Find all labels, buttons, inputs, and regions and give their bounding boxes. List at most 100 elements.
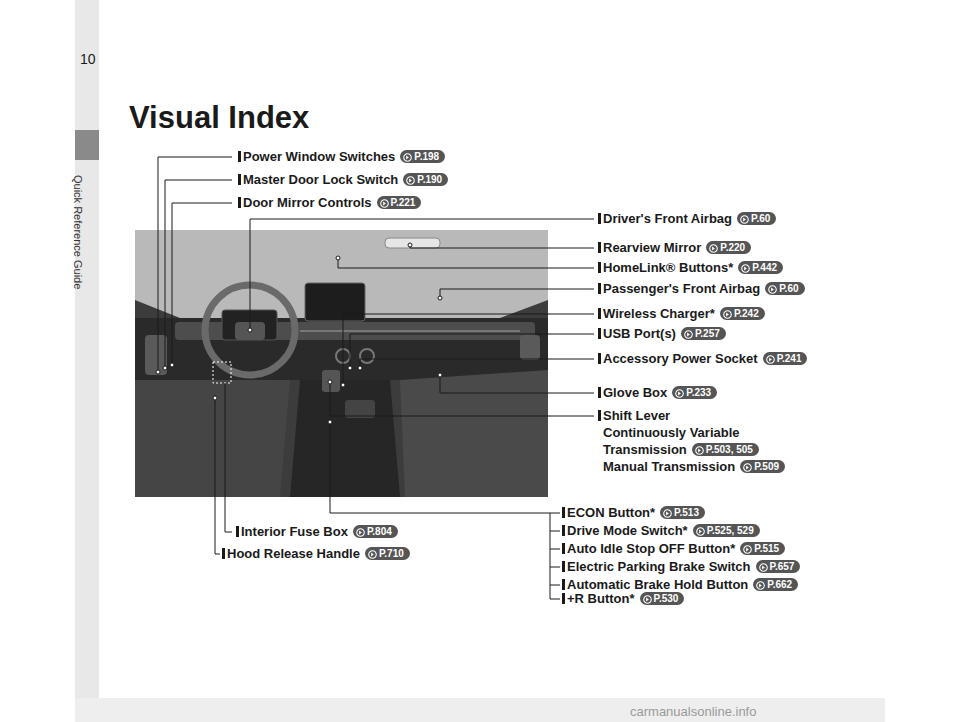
page-ref-text: P.220 [720, 242, 745, 253]
page-ref-text: P.503, 505 [706, 444, 753, 455]
callout-line: Door Mirror Controls P.221 [238, 194, 421, 212]
bullet-mark [598, 308, 601, 319]
callout-line: TransmissionP.503, 505 [603, 441, 759, 459]
page-number: 10 [80, 50, 96, 68]
page-ref-text: P.221 [391, 197, 416, 208]
page-ref: P.513 [660, 506, 705, 519]
page-ref-text: P.657 [770, 561, 795, 572]
page-ref-text: P.241 [777, 353, 802, 364]
part-name: Door Mirror Controls [243, 195, 372, 210]
bullet-mark [562, 579, 565, 590]
page-ref-text: P.190 [417, 174, 442, 185]
callout-line: Passenger's Front Airbag P.60 [598, 280, 805, 298]
part-name: Continuously Variable [603, 425, 740, 440]
bullet-mark [562, 561, 565, 572]
part-name: HomeLink® Buttons* [603, 260, 733, 275]
callout-line: Continuously Variable [603, 424, 740, 442]
callout-line: Accessory Power Socket P.241 [598, 350, 807, 368]
part-name: Electric Parking Brake Switch [567, 559, 751, 574]
page-ref: P.509 [740, 460, 785, 473]
bullet-mark [598, 387, 601, 398]
part-name: Power Window Switches [243, 149, 395, 164]
page-ref-text: P.662 [767, 579, 792, 590]
page-ref: P.657 [756, 560, 801, 573]
part-name: Master Door Lock Switch [243, 172, 398, 187]
page-ref: P.198 [400, 150, 445, 163]
page-ref: P.525, 529 [693, 524, 760, 537]
bullet-mark [238, 174, 241, 185]
page-ref: P.515 [740, 542, 785, 555]
bullet-mark [562, 593, 565, 604]
callout-line: Glove Box P.233 [598, 384, 717, 402]
part-name: ECON Button* [567, 505, 655, 520]
bullet-mark [238, 151, 241, 162]
bullet-mark [598, 262, 601, 273]
part-name: Accessory Power Socket [603, 351, 758, 366]
page-ref: P.257 [681, 327, 726, 340]
watermark: carmanualsonline.info [630, 703, 756, 721]
bullet-mark [238, 197, 241, 208]
page-ref: P.190 [403, 173, 448, 186]
bullet-mark [562, 525, 565, 536]
page-title: Visual Index [129, 100, 309, 136]
callout-line: Drive Mode Switch* P.525, 529 [562, 522, 760, 540]
page-ref: P.662 [753, 578, 798, 591]
page-ref: P.220 [706, 241, 751, 254]
bullet-mark [598, 328, 601, 339]
page-ref: P.60 [765, 282, 804, 295]
page-ref-text: P.515 [754, 543, 779, 554]
callout-line: Hood Release Handle P.710 [222, 545, 410, 563]
page-ref: P.221 [377, 196, 422, 209]
page-ref: P.804 [353, 525, 398, 538]
callout-line: Driver's Front Airbag P.60 [598, 210, 776, 228]
page-ref-text: P.233 [686, 387, 711, 398]
page-ref: P.242 [720, 307, 765, 320]
page-ref-text: P.513 [674, 507, 699, 518]
page-ref: P.60 [737, 212, 776, 225]
part-name: Passenger's Front Airbag [603, 281, 760, 296]
page-ref-text: P.198 [414, 151, 439, 162]
callout-line: Shift Lever [598, 407, 670, 425]
callout-line: Master Door Lock Switch P.190 [238, 171, 448, 189]
bullet-mark [598, 283, 601, 294]
part-name: USB Port(s) [603, 326, 676, 341]
part-name: Manual Transmission [603, 459, 735, 474]
bullet-mark [598, 213, 601, 224]
page-ref-text: P.257 [695, 328, 720, 339]
page-ref-text: P.60 [751, 213, 770, 224]
callout-line: ECON Button* P.513 [562, 504, 705, 522]
part-name: Driver's Front Airbag [603, 211, 732, 226]
page-ref-text: P.60 [779, 283, 798, 294]
callout-line: Wireless Charger*P.242 [598, 305, 765, 323]
callout-line: Manual Transmission P.509 [603, 458, 785, 476]
bullet-mark [598, 242, 601, 253]
part-name: Drive Mode Switch* [567, 523, 688, 538]
part-name: Automatic Brake Hold Button [567, 577, 748, 592]
page-ref-text: P.710 [379, 548, 404, 559]
part-name: Rearview Mirror [603, 240, 701, 255]
page-ref-text: P.242 [734, 308, 759, 319]
callout-line: +R Button*P.530 [562, 590, 684, 608]
page-ref: P.710 [365, 547, 410, 560]
page-ref-text: P.804 [367, 526, 392, 537]
page-ref-text: P.530 [654, 593, 679, 604]
page-ref-text: P.525, 529 [707, 525, 754, 536]
bullet-mark [598, 410, 601, 421]
bullet-mark [236, 526, 239, 537]
callout-line: Electric Parking Brake Switch P.657 [562, 558, 800, 576]
part-name: Glove Box [603, 385, 667, 400]
page-ref: P.233 [672, 386, 717, 399]
callout-line: Rearview Mirror P.220 [598, 239, 751, 257]
bullet-mark [598, 353, 601, 364]
callout-line: Auto Idle Stop OFF Button* P.515 [562, 540, 785, 558]
section-tab: Quick Reference Guide [69, 175, 87, 289]
bullet-mark [222, 548, 225, 559]
part-name: Auto Idle Stop OFF Button* [567, 541, 735, 556]
part-name: Interior Fuse Box [241, 524, 348, 539]
page-ref-text: P.509 [754, 461, 779, 472]
callout-line: Power Window Switches P.198 [238, 148, 445, 166]
callout-line: Interior Fuse Box P.804 [236, 523, 398, 541]
part-name: Shift Lever [603, 408, 670, 423]
callout-line: USB Port(s) P.257 [598, 325, 726, 343]
part-name: Hood Release Handle [227, 546, 360, 561]
